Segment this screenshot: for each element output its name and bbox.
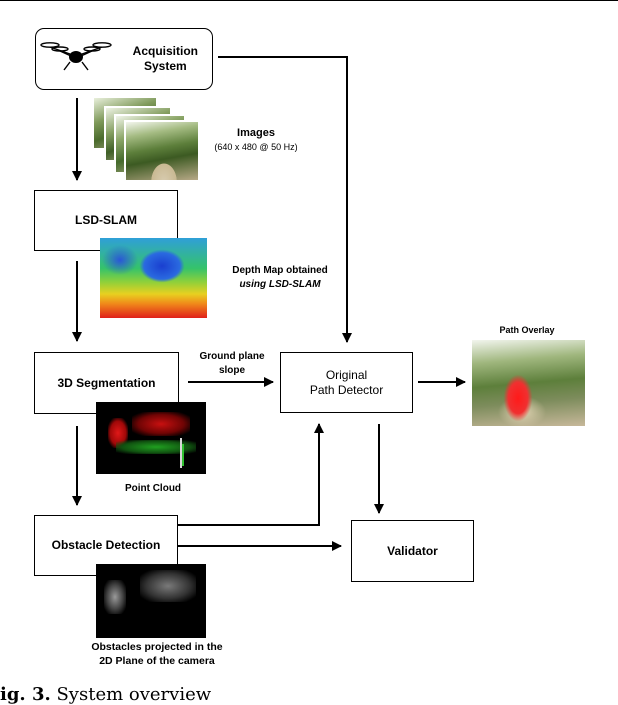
obstacle-projection-left-blob: [104, 580, 126, 614]
point-cloud-image: [96, 402, 206, 474]
top-rule: [0, 0, 618, 1]
point-cloud-red-band: [132, 412, 190, 436]
image-frame-4: [124, 120, 198, 180]
figure-caption: ig. 3. System overview: [0, 684, 211, 705]
images-title: Images: [237, 127, 275, 139]
path-overlay-caption: Path Overlay: [499, 325, 555, 335]
path-overlay-image: [472, 340, 585, 426]
point-cloud-caption: Point Cloud: [124, 483, 182, 494]
arrow-obstacle-to-path-detector: [177, 423, 324, 526]
ground-plane-label: Ground plane slope: [199, 351, 265, 376]
obstacle-projection-image: [96, 564, 206, 638]
point-cloud-green-plane: [116, 440, 196, 454]
depth-map-image: [100, 238, 207, 318]
image-stack: [94, 98, 198, 180]
acquisition-system-label: Acquisition System: [132, 44, 198, 73]
depth-map-caption-line2: using LSD-SLAM: [239, 279, 321, 290]
figure-caption-text: System overview: [50, 684, 212, 705]
depth-map-caption-line1: Depth Map obtained: [232, 265, 328, 276]
segmentation-label: 3D Segmentation: [57, 375, 156, 390]
obstacles-projected-caption: Obstacles projected in the 2D Plane of t…: [91, 641, 223, 667]
lsd-slam-label: LSD-SLAM: [75, 213, 137, 227]
path-detector-node: Original Path Detector: [280, 352, 413, 413]
arrow-acquisition-to-path-detector: [218, 56, 352, 343]
obstacle-projection-right-blob: [140, 570, 196, 602]
images-spec: (640 x 480 @ 50 Hz): [214, 142, 298, 152]
depth-map-caption: Depth Map obtained using LSD-SLAM: [212, 264, 348, 292]
obstacle-detection-label: Obstacle Detection: [51, 538, 161, 552]
drone-icon: [40, 42, 112, 71]
validator-node: Validator: [351, 520, 474, 582]
figure-caption-prefix: ig. 3.: [0, 684, 51, 705]
validator-label: Validator: [387, 543, 438, 558]
path-detector-label: Original Path Detector: [309, 367, 384, 397]
point-cloud-green-axis: [182, 444, 184, 466]
acquisition-system-node: Acquisition System: [35, 28, 213, 90]
point-cloud-white-axis: [180, 438, 182, 468]
